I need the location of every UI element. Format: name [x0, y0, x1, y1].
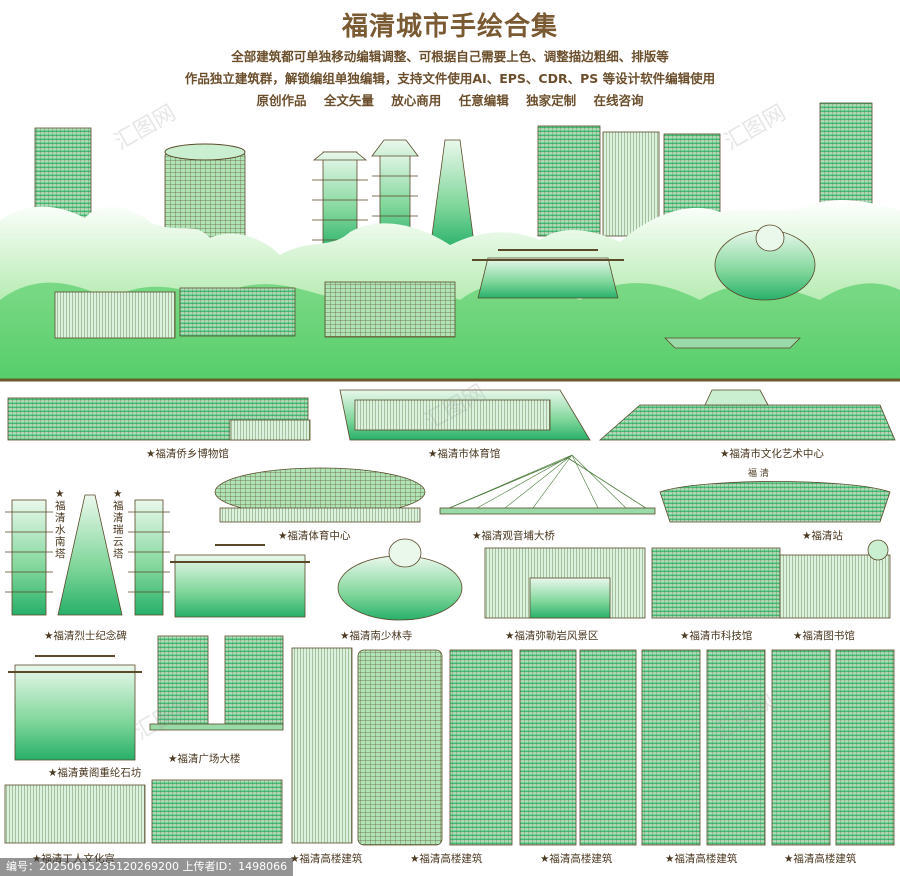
row-1-buildings — [7, 389, 896, 441]
label-tower-2: ★福清高楼建筑 — [410, 853, 483, 865]
label-tower-3: ★福清高楼建筑 — [540, 853, 613, 865]
label-sports-center: ★福清体育中心 — [278, 530, 351, 542]
label-bridge: ★福清观音埔大桥 — [472, 530, 555, 542]
label-martyrs-monument: ★福清烈士纪念碑 — [44, 630, 127, 642]
label-library: ★福清图书馆 — [793, 630, 855, 642]
row-2-buildings — [214, 454, 891, 523]
label-plaza-building: ★福清广场大楼 — [168, 753, 241, 765]
station-sign: 福 清 — [748, 469, 769, 479]
row-3-buildings — [5, 494, 891, 621]
label-shaolin-temple: ★福清南少林寺 — [340, 630, 413, 642]
label-station: ★福清站 — [802, 530, 843, 542]
label-qiaoxiang-museum: ★福清侨乡博物馆 — [146, 448, 229, 460]
subtitle-line-1: 全部建筑都可单独移动编辑调整、可根据自己需要上色、调整描边粗细、排版等 — [231, 49, 669, 64]
label-maitreya-scenic: ★福清弥勒岩风景区 — [505, 630, 599, 642]
skyline-panorama — [0, 102, 900, 382]
label-tower-1: ★福清高楼建筑 — [290, 853, 363, 865]
label-culture-center: ★福清市文化艺术中心 — [720, 448, 824, 460]
label-stadium: ★福清市体育馆 — [428, 448, 501, 460]
label-science-museum: ★福清市科技馆 — [680, 630, 753, 642]
footer-id-bar: 编号：20250615235120269200 上传者ID：1498066 — [0, 858, 294, 876]
row-4-buildings — [4, 635, 895, 846]
label-shuinan-pagoda: ★福清水南塔 — [55, 488, 66, 560]
label-tower-5: ★福清高楼建筑 — [784, 853, 857, 865]
label-huangge-archway: ★福清黄阁重纶石坊 — [48, 767, 142, 779]
label-ruiyun-pagoda: ★福清瑞云塔 — [113, 488, 124, 560]
page-title: 福清城市手绘合集 — [341, 12, 558, 42]
label-tower-4: ★福清高楼建筑 — [665, 853, 738, 865]
subtitle-line-3: 原创作品 全文矢量 放心商用 任意编辑 独家定制 在线咨询 — [256, 93, 644, 108]
subtitle-line-2: 作品独立建筑群，解锁编组单独编辑，支持文件使用AI、EPS、CDR、PS 等设计… — [184, 71, 716, 86]
